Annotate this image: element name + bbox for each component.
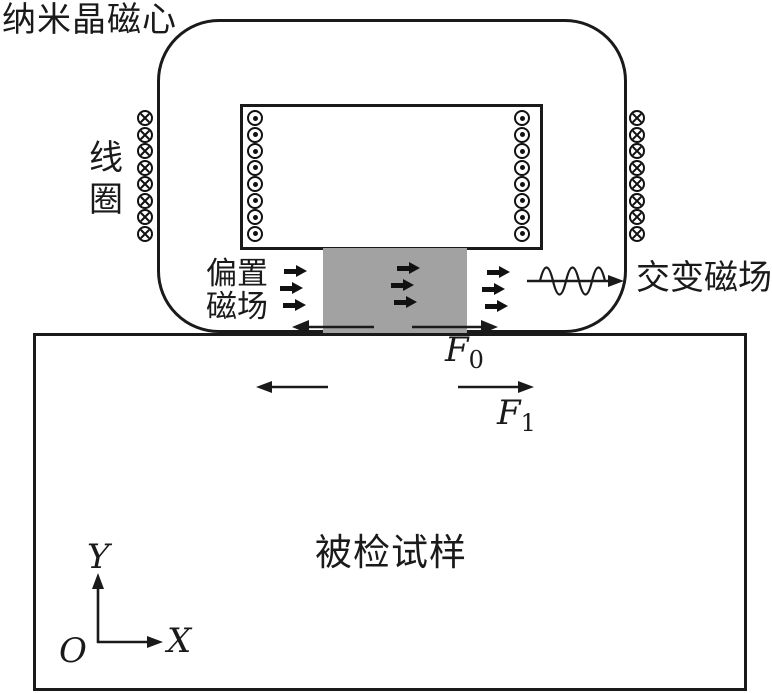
coil-turn-cross-icon [137,110,153,126]
bias-field-arrows-center [391,262,421,308]
outer-right-coil-column [629,110,645,242]
coil-turn-dot-icon [514,192,530,209]
block-arrow-right-icon [485,300,509,312]
block-arrow-right-icon [391,279,415,291]
coil-turn-dot-icon [247,225,263,242]
coil-turn-cross-icon [137,176,153,192]
sine-wave-icon [538,266,607,296]
coil-turn-dot-icon [247,159,263,176]
coil-turn-dot-icon [247,176,263,192]
f1-symbol: F [497,393,521,433]
y-axis-arrowhead-icon [92,573,104,589]
f0-subscript: 0 [468,346,484,374]
coil-turn-dot-icon [247,192,263,209]
coil-turn-dot-icon [514,176,530,192]
inner-right-coil-column [514,110,530,242]
bias-field-arrows-right [482,266,511,312]
coil-turn-cross-icon [629,225,645,242]
y-axis-label: Y [87,537,110,577]
test-sample-rect [33,333,747,691]
block-arrow-right-icon [397,262,421,274]
coil-turn-cross-icon [137,209,153,225]
coil-turn-cross-icon [629,126,645,143]
coil-turn-cross-icon [137,159,153,176]
coil-turn-cross-icon [137,225,153,242]
sine-arrowhead-icon [608,275,624,287]
coil-turn-dot-icon [514,143,530,159]
coil-turn-cross-icon [629,110,645,126]
block-arrow-right-icon [394,296,418,308]
block-arrow-right-icon [482,283,506,295]
coil-turn-cross-icon [629,176,645,192]
f1-arrowhead-left-icon [256,381,272,393]
coil-turn-dot-icon [247,110,263,126]
block-arrow-right-icon [487,266,511,278]
coil-turn-dot-icon [514,110,530,126]
alternating-field-label: 交变磁场 [636,258,772,298]
coil-turn-cross-icon [137,143,153,159]
block-arrow-right-icon [283,299,307,311]
coil-label-line2: 圈 [89,180,123,220]
f1-arrowhead-right-icon [518,381,534,393]
outer-left-coil-column [137,110,153,242]
coil-turn-cross-icon [629,143,645,159]
coil-turn-cross-icon [629,209,645,225]
bias-field-arrows-left [280,265,308,311]
center-pole-gray-region [323,248,467,335]
core-label: 纳米晶磁心 [2,0,177,40]
coil-turn-cross-icon [137,126,153,143]
bias-field-label: 偏置 磁场 [201,258,273,324]
coil-turn-dot-icon [514,159,530,176]
inner-left-coil-column [247,110,263,242]
coil-turn-cross-icon [629,159,645,176]
force-f1-label: F1 [497,393,536,437]
f0-arrowhead-left-icon [292,320,309,334]
bias-label-line2: 磁场 [206,289,268,325]
sample-label: 被检试样 [315,531,467,574]
coil-turn-dot-icon [514,126,530,143]
f1-subscript: 1 [520,409,536,437]
x-axis-label: X [167,621,192,661]
f0-arrowhead-right-icon [481,320,498,334]
coil-turn-dot-icon [514,225,530,242]
coil-turn-dot-icon [514,209,530,225]
block-arrow-right-icon [280,282,304,294]
bias-label-line1: 偏置 [206,256,268,292]
coil-label-line1: 线 [89,138,123,178]
x-axis-arrowhead-icon [147,636,163,648]
block-arrow-right-icon [284,265,308,277]
coil-turn-dot-icon [247,143,263,159]
f0-symbol: F [445,330,469,370]
coil-turn-dot-icon [247,209,263,225]
force-f0-label: F0 [445,330,484,374]
coil-turn-cross-icon [629,192,645,209]
origin-label: O [59,631,87,671]
coil-turn-dot-icon [247,126,263,143]
coil-turn-cross-icon [137,192,153,209]
coil-label: 线 圈 [86,140,126,219]
